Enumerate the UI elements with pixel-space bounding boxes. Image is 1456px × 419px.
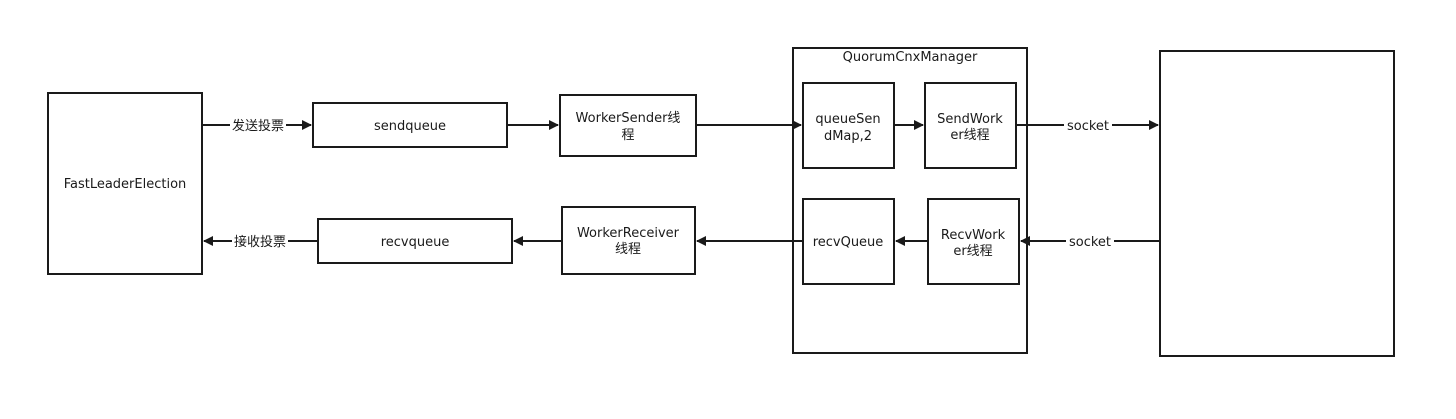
queue-send-map-label-line2: dMap,2: [824, 129, 872, 144]
edge-label-send-vote: 发送投票: [232, 118, 284, 134]
edge-label-receive-vote: 接收投票: [234, 234, 286, 250]
recv-worker-label-line2: er线程: [953, 244, 992, 259]
send-worker-label-line2: er线程: [950, 128, 989, 143]
edge-label-socket-out: socket: [1067, 119, 1109, 134]
edge-label-bg-socket-in: [1066, 232, 1114, 250]
edge-label-socket-in: socket: [1069, 235, 1111, 250]
fast-leader-election-label: FastLeaderElection: [64, 177, 187, 192]
worker-sender-node: WorkerSender线 程: [559, 94, 697, 157]
recv-queue-label: recvQueue: [813, 235, 884, 250]
fast-leader-election-node: FastLeaderElection: [47, 92, 203, 275]
recv-worker-label-line1: RecvWork: [941, 228, 1006, 243]
recvqueue-node: recvqueue: [317, 218, 513, 264]
sendqueue-label: sendqueue: [374, 119, 446, 134]
recvqueue-label: recvqueue: [381, 235, 450, 250]
worker-receiver-node: WorkerReceiver 线程: [561, 206, 696, 275]
worker-receiver-label-line2: 线程: [615, 242, 641, 257]
queue-send-map-node: queueSen dMap,2: [802, 82, 895, 169]
sendqueue-node: sendqueue: [312, 102, 508, 148]
edge-label-bg-socket-out: [1064, 116, 1112, 134]
send-worker-node: SendWork er线程: [924, 82, 1017, 169]
worker-receiver-label-line1: WorkerReceiver: [577, 226, 680, 241]
quorum-cnx-manager-label: QuorumCnxManager: [843, 50, 978, 65]
worker-sender-label-line2: 程: [621, 128, 634, 143]
edge-label-bg-send-vote: [230, 116, 286, 134]
worker-sender-label-line1: WorkerSender线: [576, 111, 681, 126]
remote-node: [1159, 50, 1395, 357]
queue-send-map-label-line1: queueSen: [815, 112, 880, 127]
send-worker-label-line1: SendWork: [937, 112, 1003, 127]
edge-label-bg-receive-vote: [232, 232, 288, 250]
recv-worker-node: RecvWork er线程: [927, 198, 1020, 285]
recv-queue-node: recvQueue: [802, 198, 895, 285]
